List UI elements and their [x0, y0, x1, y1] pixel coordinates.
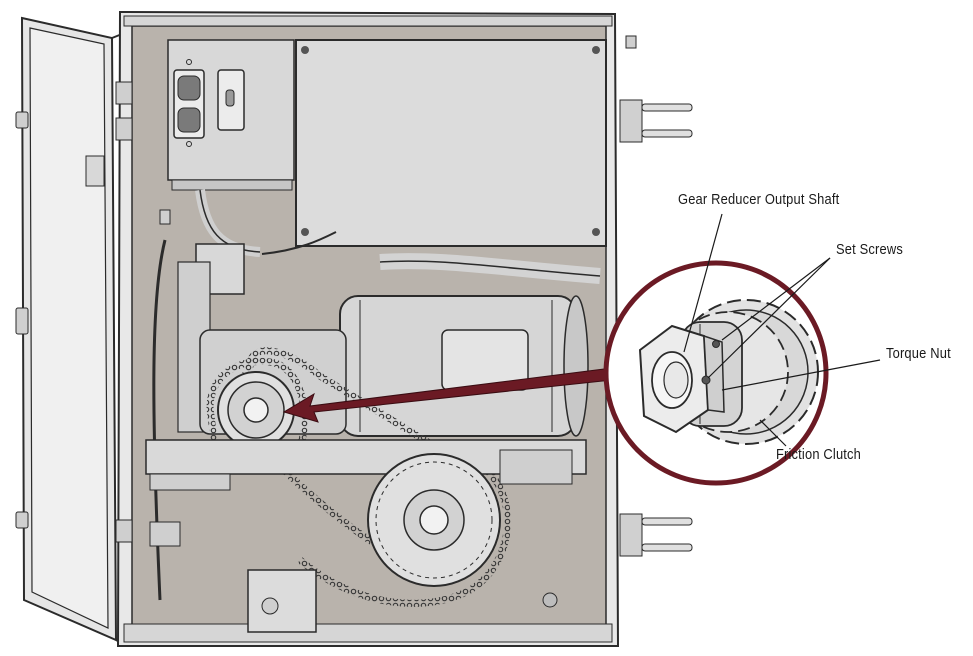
conduit [152, 189, 601, 601]
cabinet-door [15, 16, 125, 645]
label-torque-nut: Torque Nut [886, 345, 951, 362]
control-board-cover [295, 39, 607, 247]
toggle-switch-icon [217, 69, 245, 131]
leader-set-screws-upper [721, 257, 831, 341]
mounting-rail [145, 439, 587, 491]
output-sprocket [367, 453, 501, 587]
gear-reducer-output-shaft [651, 351, 693, 409]
hinge-lower [115, 519, 133, 543]
door-latch-top [15, 111, 29, 129]
lower-bracket [149, 521, 558, 633]
label-set-screws: Set Screws [836, 241, 903, 258]
arrow-icon [282, 367, 613, 423]
door-latch-bottom [15, 511, 29, 529]
door-bracket [85, 155, 105, 187]
leader-set-screws-lower [707, 257, 831, 379]
door-latch-middle [15, 307, 29, 335]
label-friction-clutch: Friction Clutch [776, 446, 862, 463]
electrical-box [167, 39, 295, 191]
label-gear-reducer-output-shaft: Gear Reducer Output Shaft [678, 191, 840, 208]
mounting-bracket-bottom [619, 513, 693, 557]
mounting-bracket-top [619, 99, 693, 143]
magnified-detail [603, 260, 829, 486]
hinge-top [115, 81, 133, 105]
leader-gear-reducer-output-shaft [683, 213, 723, 353]
leader-friction-clutch [759, 419, 787, 447]
leader-torque-nut [721, 359, 881, 391]
set-screw-upper [712, 340, 720, 348]
leader-lines [683, 213, 881, 447]
drive-sprocket [217, 371, 295, 449]
magnifier-ring [603, 260, 829, 486]
duplex-outlet-icon [173, 59, 205, 147]
hinge-upper [115, 117, 133, 141]
